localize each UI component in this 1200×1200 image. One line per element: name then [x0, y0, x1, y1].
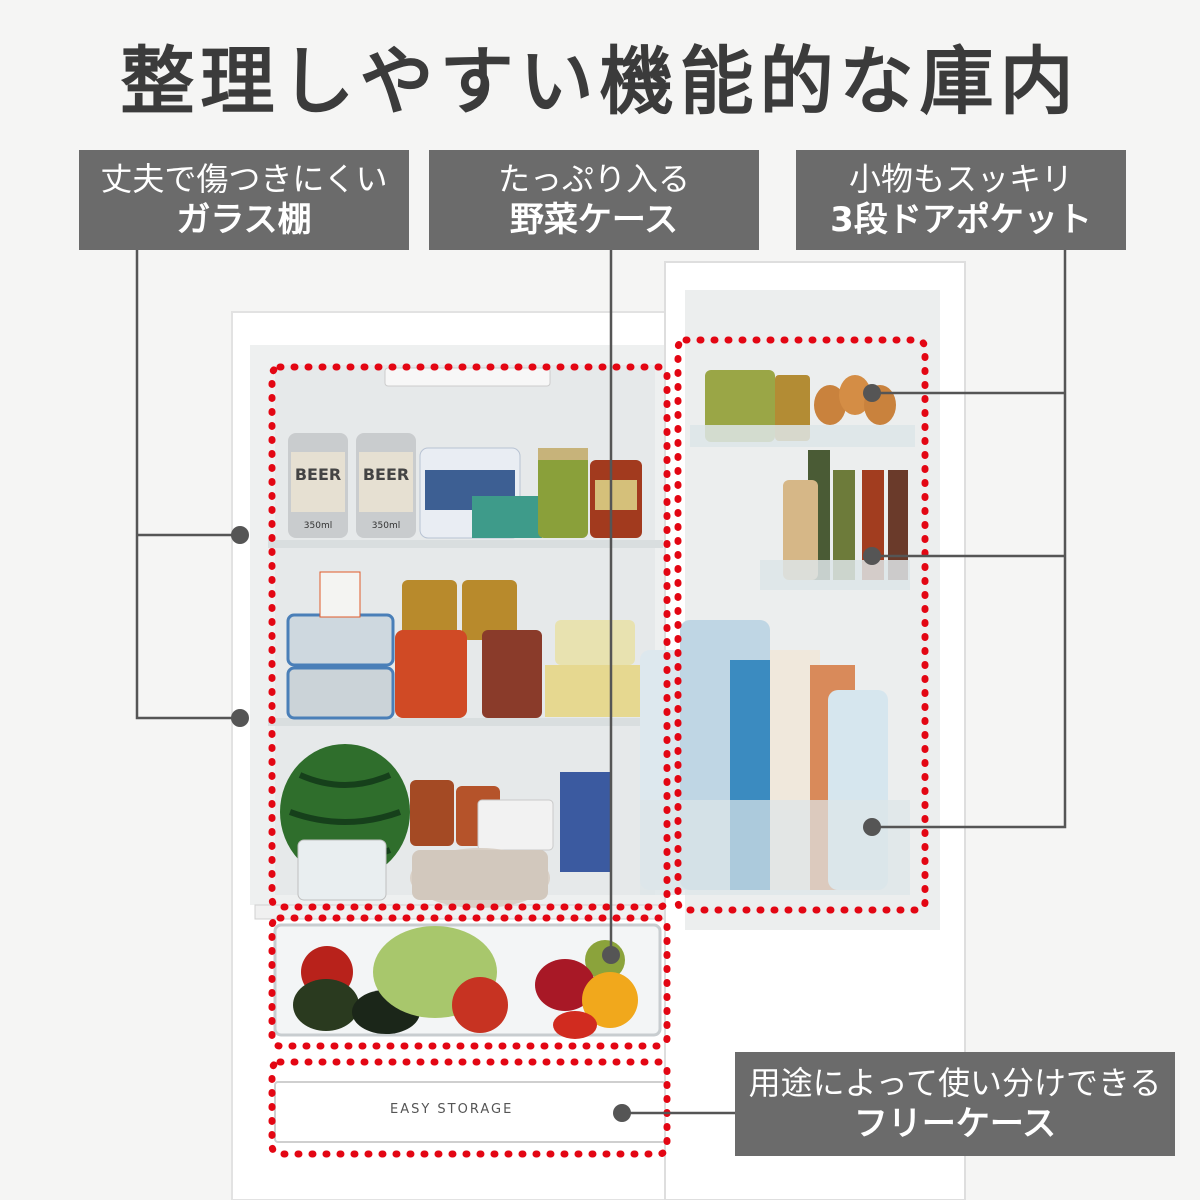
connector-dot-door-3: [863, 818, 881, 836]
tall-can-2: [462, 580, 517, 640]
highlight-door-pockets: [674, 336, 929, 914]
connector-dot-door-1: [863, 384, 881, 402]
callout-glass-shelf-line2: ガラス棚: [176, 199, 312, 240]
snack-bag: [560, 772, 610, 872]
connector-dot-vegetable: [602, 946, 620, 964]
highlight-shelves: [268, 363, 671, 911]
beer-label-2: BEER: [363, 465, 409, 484]
bell-pepper-red: [535, 959, 595, 1011]
page-title: 整理しやすい機能的な庫内: [120, 39, 1080, 125]
glass-shelf-2: [268, 718, 663, 726]
bottle-jar: [410, 780, 454, 846]
food-container-2: [286, 666, 395, 720]
connector-dot-door-2: [863, 547, 881, 565]
door-pocket-3: [640, 620, 910, 895]
sauce-jar: [482, 630, 542, 718]
callout-glass-shelf-line1: 丈夫で傷つきにくい: [100, 159, 388, 198]
snack-pack: [545, 665, 640, 717]
avocado-1: [293, 979, 359, 1031]
callout-free-case: 用途によって使い分けできる フリーケース: [735, 1052, 1175, 1156]
tomato: [553, 1011, 597, 1039]
highlight-free-case: [268, 1058, 671, 1158]
callout-vegetable-case-line2: 野菜ケース: [509, 199, 679, 240]
door-pocket-1: [690, 370, 915, 447]
can-volume-1: 350ml: [304, 521, 332, 531]
callout-vegetable-case: たっぷり入る 野菜ケース: [429, 150, 759, 250]
callout-door-pocket: 小物もスッキリ 3段ドアポケット: [796, 150, 1126, 250]
apple-2: [452, 977, 508, 1033]
juice-carton: [319, 571, 361, 618]
easy-storage-label: EASY STORAGE: [390, 1102, 514, 1117]
beer-can-2: [356, 433, 416, 538]
stock-pot-body: [412, 850, 548, 900]
can-volume-2: 350ml: [372, 521, 400, 531]
door-pocket-2: [760, 450, 910, 590]
cheese-box: [472, 496, 542, 538]
pickle-jar: [538, 448, 588, 538]
highlight-vegetable-case: [268, 914, 671, 1050]
tall-can-1: [402, 580, 457, 640]
tofu-pack: [477, 799, 554, 851]
connector-glass-shelf: [135, 250, 240, 720]
jam-jar: [590, 460, 642, 538]
connector-dot-shelf-2: [231, 709, 249, 727]
beer-can-1: [288, 433, 348, 538]
tomato-jar: [395, 630, 467, 718]
glass-shelf-1: [268, 540, 663, 548]
connector-door-pocket: [872, 250, 1067, 829]
connector-dot-shelf-1: [231, 526, 249, 544]
beer-label-1: BEER: [295, 465, 341, 484]
margarine-tub: [555, 620, 635, 665]
callout-door-pocket-line1: 小物もスッキリ: [848, 159, 1073, 198]
control-strip: [384, 367, 551, 387]
bell-pepper-yellow: [582, 972, 638, 1028]
connector-dot-free-case: [613, 1104, 631, 1122]
food-container-1: [286, 613, 395, 667]
callout-free-case-line2: フリーケース: [853, 1103, 1057, 1144]
callout-free-case-line1: 用途によって使い分けできる: [748, 1063, 1162, 1102]
callout-vegetable-case-line1: たっぷり入る: [497, 159, 690, 198]
callout-door-pocket-line2: 3段ドアポケット: [830, 199, 1092, 240]
strawberry-pack: [297, 839, 387, 901]
callout-glass-shelf: 丈夫で傷つきにくい ガラス棚: [79, 150, 409, 250]
